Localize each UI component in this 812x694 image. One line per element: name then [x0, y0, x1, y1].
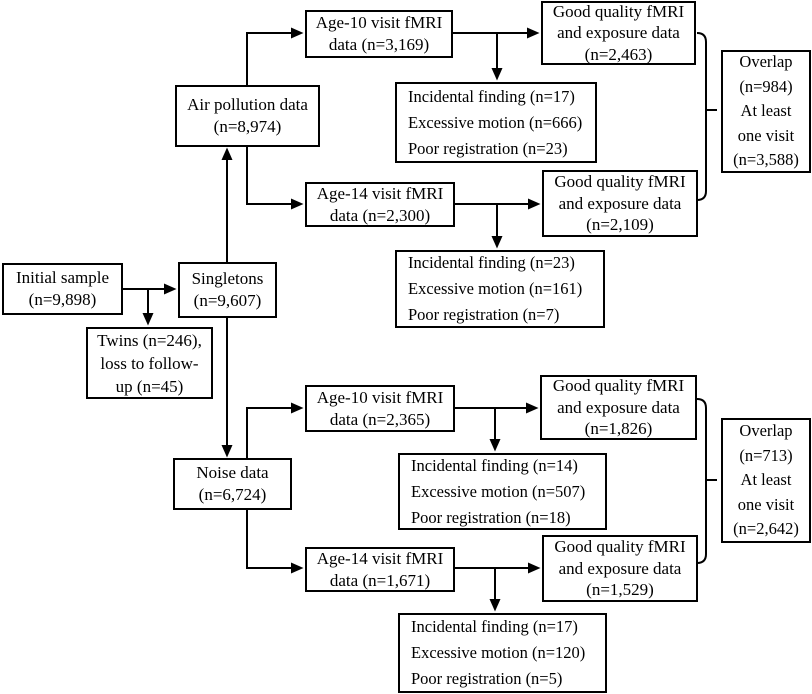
box-noise-overlap: Overlap (n=713) At least one visit (n=2,…: [721, 418, 811, 543]
box-ap-age10-exclusions: Incidental finding (n=17) Excessive moti…: [395, 82, 597, 163]
box-ap-age14-visit: Age-14 visit fMRI data (n=2,300): [305, 182, 455, 227]
box-noise-age10-exclusions: Incidental finding (n=14) Excessive moti…: [398, 453, 607, 530]
box-singletons: Singletons (n=9,607): [178, 262, 277, 318]
connector-noise-to-age10: [246, 402, 304, 458]
box-ap-overlap: Overlap (n=984) At least one visit (n=3,…: [721, 50, 811, 173]
box-ap-age14-exclusions: Incidental finding (n=23) Excessive moti…: [395, 250, 605, 328]
box-initial-sample: Initial sample (n=9,898): [2, 263, 123, 315]
box-twins-loss-to-followup: Twins (n=246), loss to follow- up (n=45): [86, 327, 213, 399]
box-noise-age10-good-quality: Good quality fMRI and exposure data (n=1…: [540, 375, 697, 440]
bracket-air-pollution-overlap: [696, 32, 717, 201]
box-noise-age14-good-quality: Good quality fMRI and exposure data (n=1…: [542, 535, 698, 602]
bracket-noise-overlap: [696, 398, 717, 564]
connector-air-to-age10: [246, 27, 304, 85]
box-ap-age10-good-quality: Good quality fMRI and exposure data (n=2…: [541, 1, 696, 65]
connector-air-to-age14: [246, 147, 304, 210]
box-noise-data: Noise data (n=6,724): [173, 458, 292, 510]
box-ap-age10-visit: Age-10 visit fMRI data (n=3,169): [305, 10, 453, 58]
box-noise-age14-exclusions: Incidental finding (n=17) Excessive moti…: [398, 613, 607, 693]
box-ap-age14-good-quality: Good quality fMRI and exposure data (n=2…: [542, 170, 698, 237]
connector-noise-to-age14: [246, 510, 304, 574]
box-noise-age14-visit: Age-14 visit fMRI data (n=1,671): [305, 547, 455, 592]
box-air-pollution-data: Air pollution data (n=8,974): [175, 85, 320, 147]
box-noise-age10-visit: Age-10 visit fMRI data (n=2,365): [305, 385, 455, 432]
